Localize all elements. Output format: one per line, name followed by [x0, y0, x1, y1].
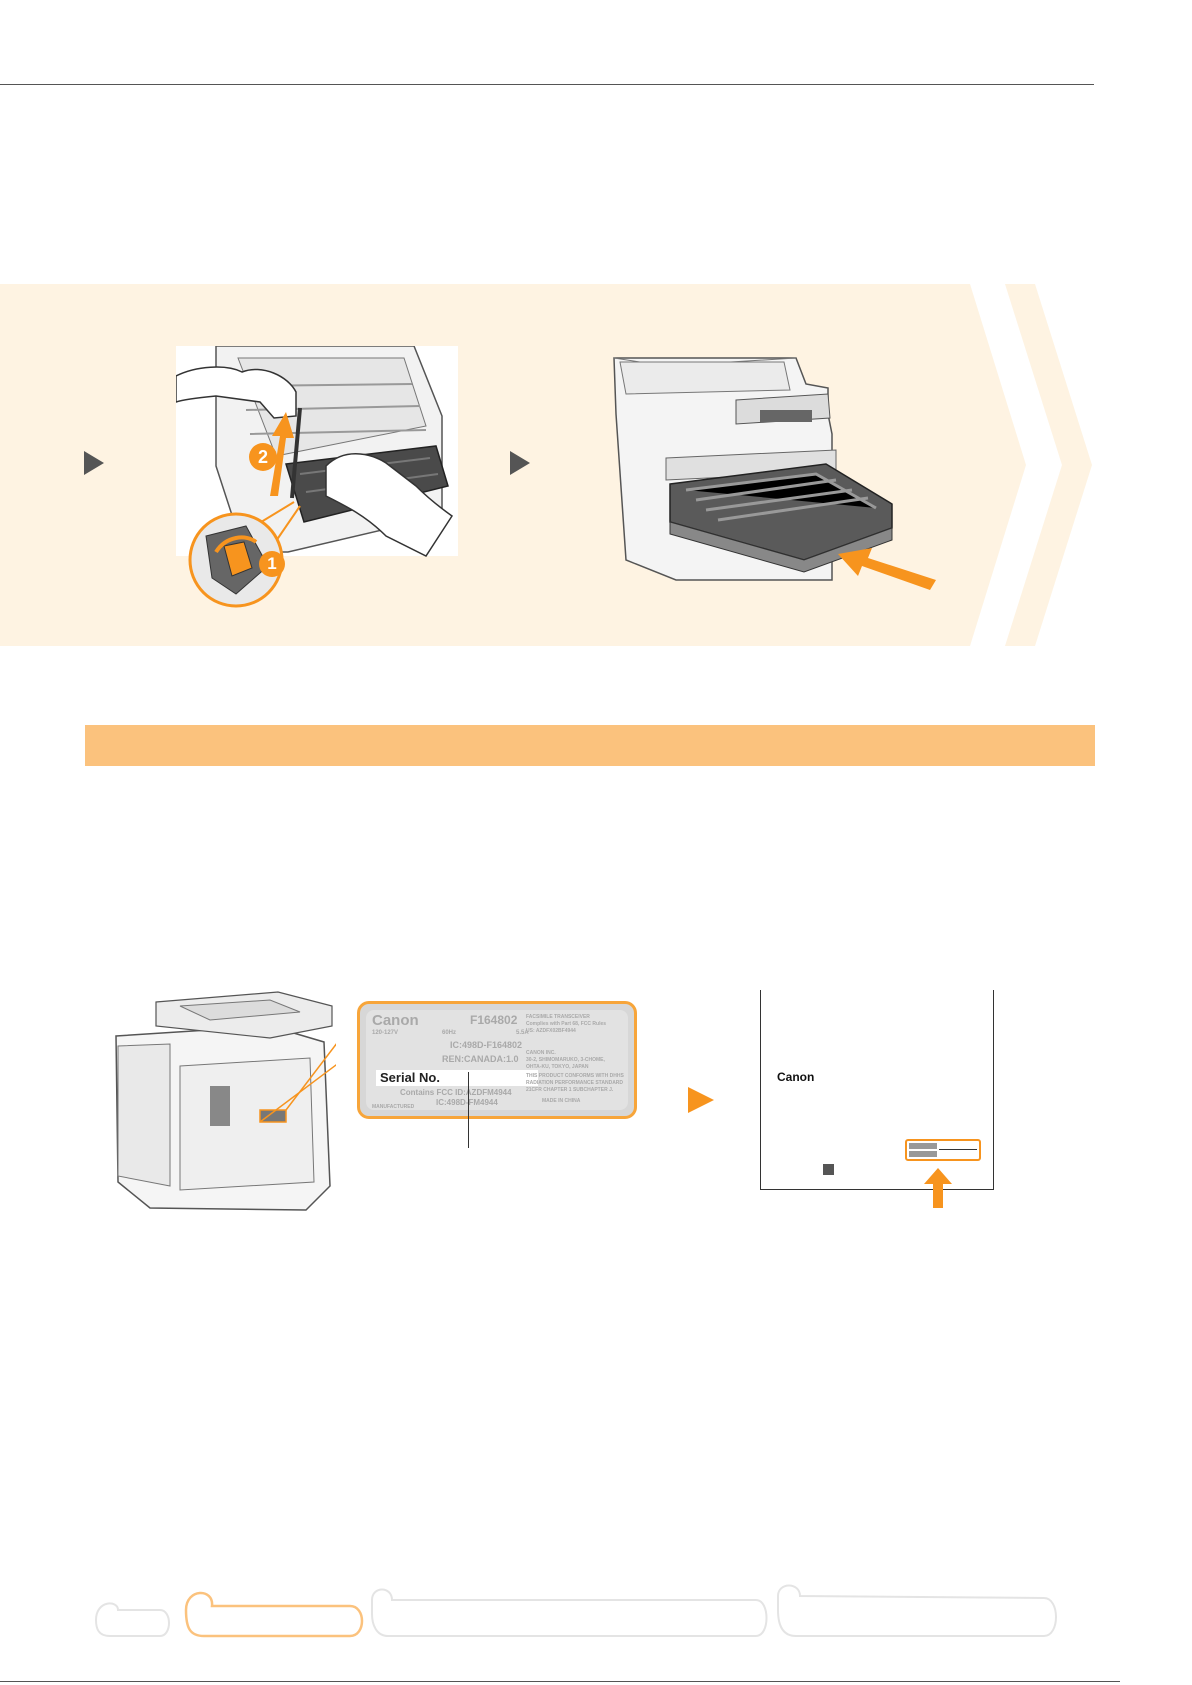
warranty-card: Canon — [760, 990, 994, 1190]
label-brand: Canon — [372, 1012, 419, 1029]
qr-code-icon — [823, 1164, 834, 1175]
callout-1-badge: 1 — [259, 551, 285, 577]
label-conformity-3: 21CFR CHAPTER 1 SUBCHAPTER J. — [526, 1087, 614, 1093]
label-company: CANON INC. — [526, 1050, 556, 1056]
footer-rule — [0, 1681, 1120, 1682]
drawer-insert-illustration — [613, 357, 936, 590]
serial-number-row: Serial No. — [376, 1070, 538, 1086]
up-arrow-icon — [924, 1168, 952, 1208]
serial-number-label: Serial No. — [380, 1070, 440, 1085]
header-rule — [0, 84, 1094, 85]
warranty-serial-box — [905, 1139, 981, 1161]
label-voltage: 120-127V — [372, 1030, 399, 1036]
toner-removal-illustration — [176, 346, 458, 608]
rating-label-zoom: Canon F164802 120-127V 60Hz 5.5A IC:498D… — [357, 1001, 637, 1119]
serial-leader-line — [468, 1072, 469, 1148]
label-conformity-2: RADIATION PERFORMANCE STANDARD — [526, 1080, 624, 1086]
label-fcc-line-1: FACSIMILE TRANSCEIVER — [526, 1014, 590, 1020]
bottom-navigation — [94, 1584, 1057, 1638]
label-address-2: OHTA-KU, TOKYO, JAPAN — [526, 1064, 589, 1070]
label-address-1: 30-2, SHIMOMARUKO, 3-CHOME, — [526, 1057, 605, 1063]
label-current: 5.5A — [516, 1030, 529, 1036]
label-ic-code: IC:498D-F164802 — [450, 1040, 523, 1050]
label-frequency: 60Hz — [442, 1030, 457, 1036]
label-contains: Contains FCC ID:AZDFM4944 — [400, 1088, 512, 1097]
label-fcc-line-3: US: AZDFX02BF4944 — [526, 1028, 576, 1034]
step-arrow-icon — [84, 451, 104, 475]
label-ic-contains: IC:498D-FM4944 — [436, 1098, 498, 1107]
step-arrow-icon — [688, 1087, 714, 1113]
label-fcc-line-2: Complies with Part 68, FCC Rules — [526, 1021, 607, 1027]
label-made-in: MADE IN CHINA — [542, 1098, 581, 1104]
callout-2-badge: 2 — [249, 443, 277, 471]
rating-label-plate: Canon F164802 120-127V 60Hz 5.5A IC:498D… — [366, 1010, 628, 1110]
step-arrow-icon — [510, 451, 530, 475]
section-header-bar — [85, 725, 1095, 766]
printer-rear-illustration — [115, 991, 336, 1211]
label-manufactured: MANUFACTURED — [372, 1104, 415, 1110]
label-conformity-1: THIS PRODUCT CONFORMS WITH DHHS — [526, 1073, 624, 1079]
warranty-card-brand: Canon — [777, 1070, 815, 1084]
label-ren: REN:CANADA:1.0 — [442, 1054, 519, 1064]
label-model: F164802 — [470, 1013, 518, 1027]
